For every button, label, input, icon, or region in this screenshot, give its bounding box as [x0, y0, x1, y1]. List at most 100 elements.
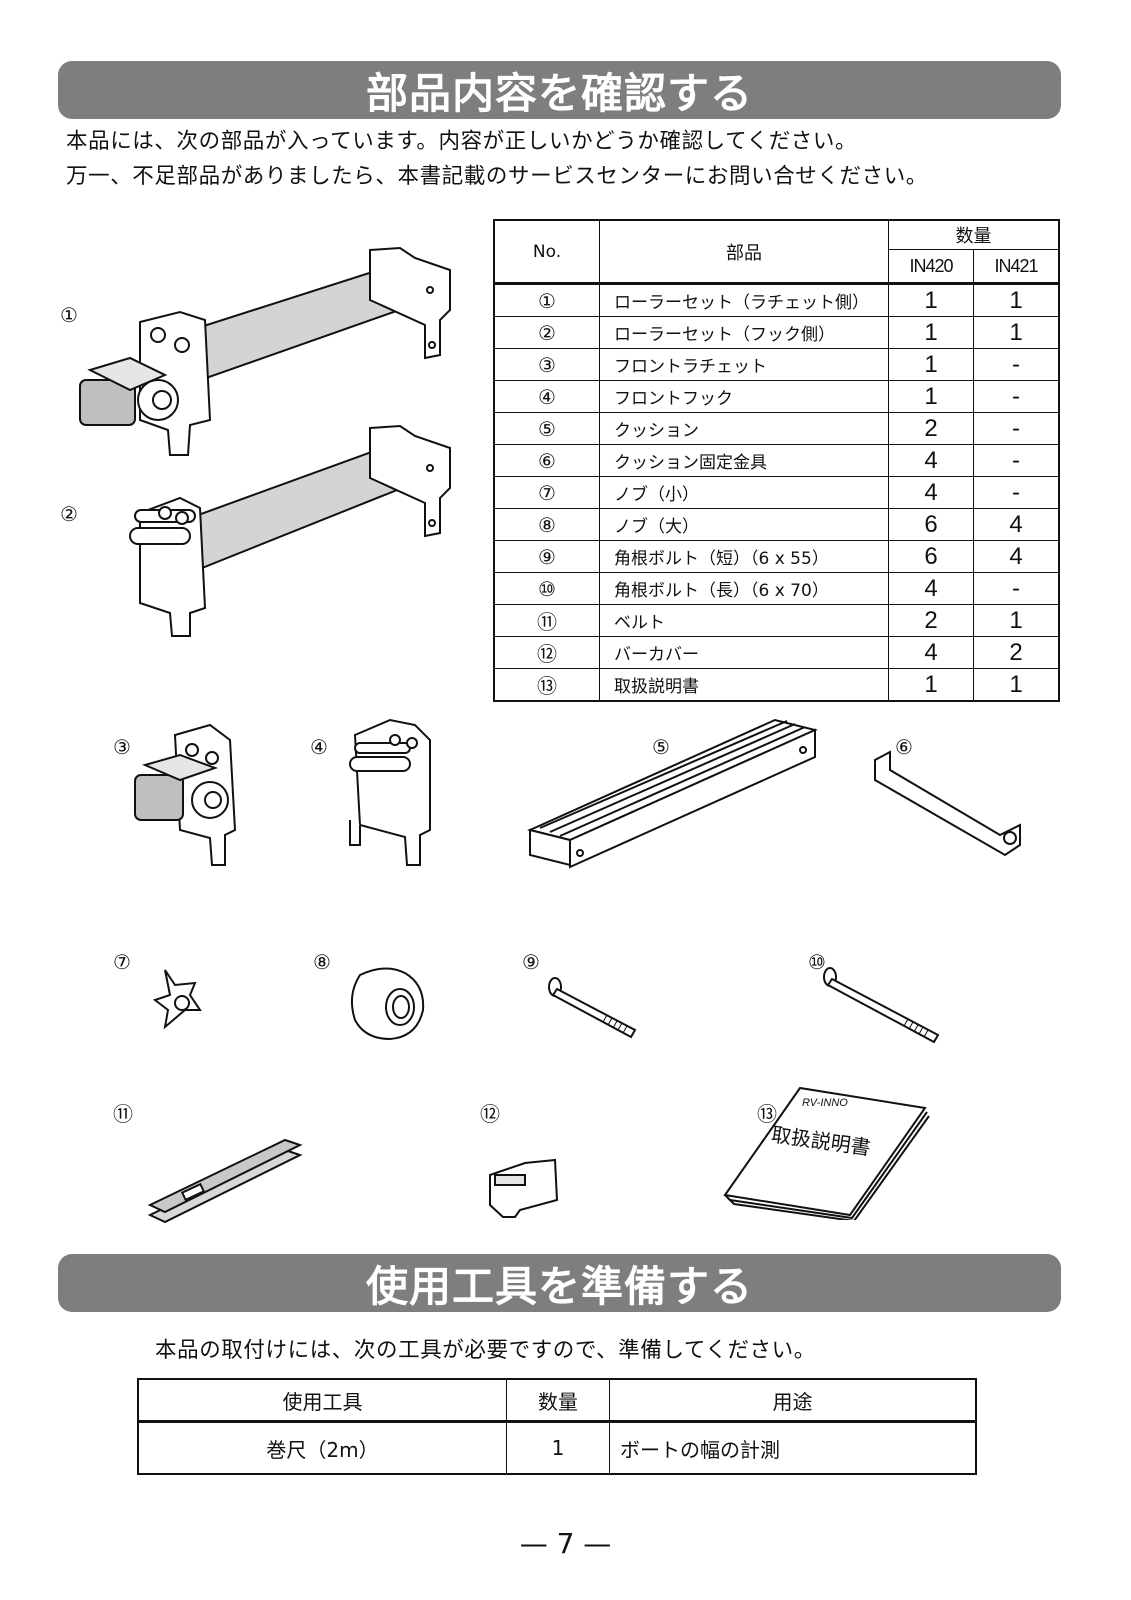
row-name: 取扱説明書	[599, 668, 889, 702]
row-no: ⑪	[493, 604, 600, 637]
section-title: 使用工具を準備する	[365, 1261, 753, 1311]
row-qty-in421: 4	[973, 540, 1060, 573]
row-name: 角根ボルト（長）（6 x 70）	[599, 572, 889, 605]
row-qty-in420: 6	[888, 540, 974, 573]
cushion-bracket-illustration	[874, 750, 1021, 857]
row-qty-in421: 1	[973, 604, 1060, 637]
row-name: ローラーセット（フック側）	[599, 316, 889, 349]
label-11: ⑪	[113, 1102, 133, 1126]
label-1: ①	[60, 303, 78, 327]
row-qty-in421: 2	[973, 636, 1060, 669]
row-qty-in420: 2	[888, 604, 974, 637]
row-qty-in421: -	[973, 444, 1060, 477]
intro-line-2: 万一、不足部品がありましたら、本書記載のサービスセンターにお問い合せください。	[66, 164, 928, 189]
header-no: No.	[493, 219, 600, 285]
knob-large-illustration	[350, 967, 425, 1041]
label-8: ⑧	[313, 950, 331, 974]
label-7: ⑦	[113, 950, 131, 974]
tools-table: 使用工具 数量 用途 巻尺（2m） 1 ボートの幅の計測	[137, 1378, 977, 1475]
row-no: ⑫	[493, 636, 600, 669]
label-6: ⑥	[895, 735, 913, 759]
header-tool: 使用工具	[137, 1378, 507, 1423]
header-use: 用途	[609, 1378, 977, 1423]
row-qty-in421: -	[973, 412, 1060, 445]
row-no: ⑦	[493, 476, 600, 509]
row-qty-in420: 1	[888, 316, 974, 349]
manual-illustration: RV-INNO 取扱説明書	[723, 1086, 930, 1220]
tool-name: 巻尺（2m）	[137, 1421, 507, 1475]
row-qty-in420: 1	[888, 348, 974, 381]
section-banner-parts: 部品内容を確認する	[58, 61, 1061, 119]
intro-text: 本品には、次の部品が入っています。内容が正しいかどうか確認してください。 万一、…	[66, 124, 928, 194]
row-no: ③	[493, 348, 600, 381]
label-3: ③	[113, 735, 131, 759]
row-no: ⑩	[493, 572, 600, 605]
bolt-short-illustration	[548, 977, 637, 1039]
row-no: ⑤	[493, 412, 600, 445]
header-model-in420: IN420	[888, 249, 974, 285]
label-4: ④	[310, 735, 328, 759]
row-no: ②	[493, 316, 600, 349]
row-name: 角根ボルト（短）（6 x 55）	[599, 540, 889, 573]
header-model-in421: IN421	[973, 249, 1060, 285]
row-qty-in420: 4	[888, 636, 974, 669]
row-qty-in421: 1	[973, 316, 1060, 349]
row-qty-in421: -	[973, 380, 1060, 413]
cushion-illustration	[526, 718, 819, 869]
front-ratchet-illustration	[134, 723, 237, 866]
table-row: 巻尺（2m） 1 ボートの幅の計測	[137, 1421, 977, 1475]
label-5: ⑤	[652, 735, 670, 759]
knob-small-illustration	[152, 969, 202, 1030]
row-no: ⑨	[493, 540, 600, 573]
bolt-long-illustration	[823, 967, 940, 1044]
roller-set-hook-illustration	[129, 424, 451, 637]
row-qty-in421: -	[973, 572, 1060, 605]
manual-brand-text: RV-INNO	[802, 1097, 848, 1109]
row-qty-in420: 1	[888, 283, 974, 317]
bar-cover-illustration	[489, 1158, 559, 1218]
label-2: ②	[60, 502, 78, 526]
row-qty-in421: 1	[973, 283, 1060, 317]
row-no: ⑧	[493, 508, 600, 541]
page-number: — 7 —	[519, 1527, 612, 1560]
header-qty: 数量	[888, 219, 1060, 250]
header-part: 部品	[599, 219, 889, 285]
row-qty-in420: 4	[888, 444, 974, 477]
section-title: 部品内容を確認する	[365, 68, 753, 118]
label-10: ⑩	[808, 950, 826, 974]
front-hook-illustration	[349, 718, 431, 866]
row-qty-in421: 1	[973, 668, 1060, 702]
row-qty-in421: 4	[973, 508, 1060, 541]
intro-line-1: 本品には、次の部品が入っています。内容が正しいかどうか確認してください。	[66, 129, 858, 154]
label-13: ⑬	[757, 1102, 777, 1126]
row-qty-in420: 6	[888, 508, 974, 541]
row-qty-in420: 2	[888, 412, 974, 445]
row-no: ⑬	[493, 668, 600, 702]
row-name: フロントラチェット	[599, 348, 889, 381]
tools-header-row: 使用工具 数量 用途	[137, 1378, 977, 1423]
row-name: ノブ（大）	[599, 508, 889, 541]
header-qty: 数量	[506, 1378, 610, 1423]
row-no: ④	[493, 380, 600, 413]
tools-intro-text: 本品の取付けには、次の工具が必要ですので、準備してください。	[155, 1338, 816, 1363]
row-qty-in420: 1	[888, 668, 974, 702]
row-qty-in420: 4	[888, 572, 974, 605]
row-qty-in420: 1	[888, 380, 974, 413]
row-name: バーカバー	[599, 636, 889, 669]
label-12: ⑫	[480, 1102, 500, 1126]
row-name: ローラーセット（ラチェット側）	[599, 283, 889, 317]
belt-illustration	[147, 1138, 303, 1224]
